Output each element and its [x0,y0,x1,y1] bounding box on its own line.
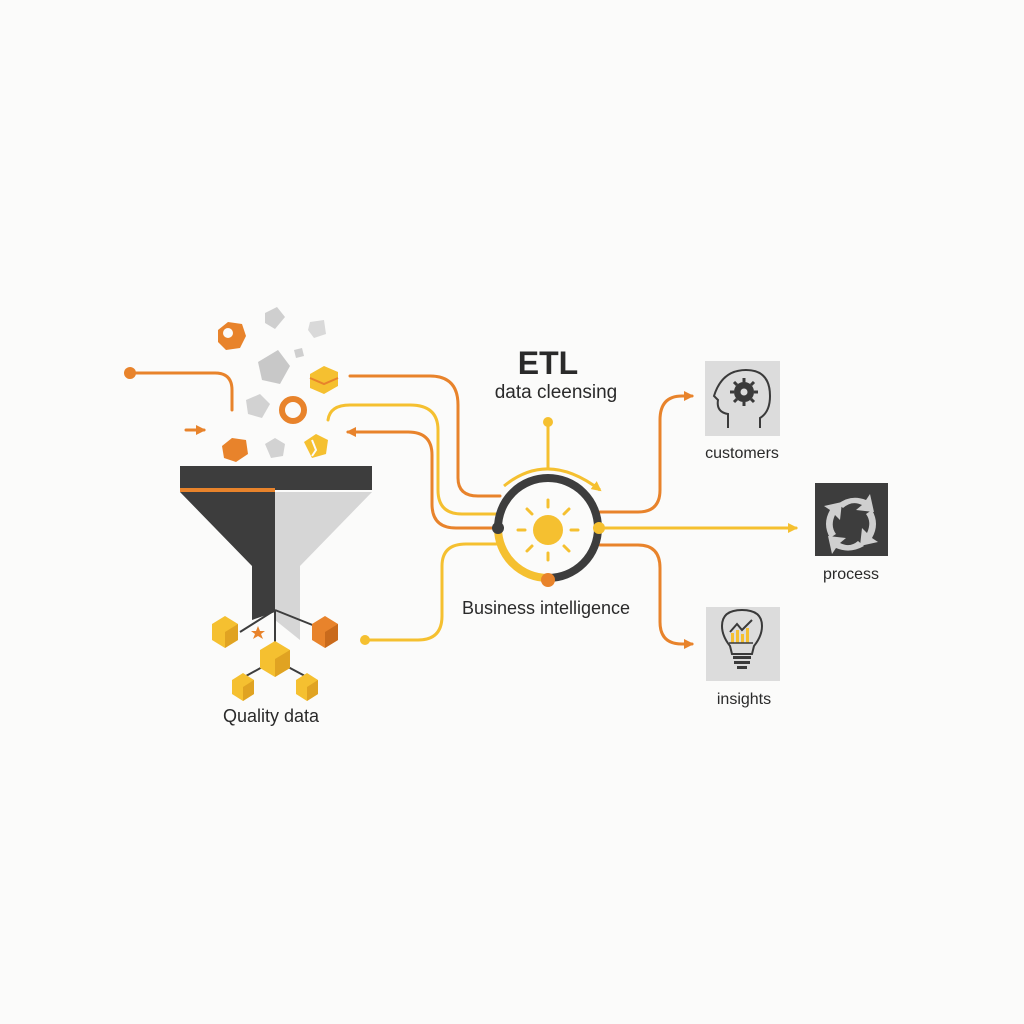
hub-node-left [492,522,504,534]
hub-ring-dark [494,474,603,582]
cube-left [212,616,238,648]
cube-center [260,641,290,677]
funnel-label: Quality data [223,706,320,726]
input-line-top [128,371,234,412]
fragment-orange-donut [279,396,307,424]
insights-label: insights [717,691,771,708]
funnel-rim-orange-stripe [180,488,275,492]
raw-data-fragments [218,307,339,462]
funnel-right-half [275,492,372,640]
sun-icon [516,498,580,562]
etl-stem-dot [543,417,553,427]
process-label: process [823,566,879,583]
lightbulb-chart-icon [720,608,764,669]
funnel-left-half [180,492,275,620]
line-bottom-to-hub-yellow [363,542,502,642]
funnel-rim [180,466,372,490]
line-hub-to-insights [598,543,694,649]
cube-bottom-right [296,673,318,701]
hub-node-bottom [541,573,555,587]
fragment-gray-4 [294,348,304,358]
line-debris-to-hub-yellow [326,403,498,516]
cycle-arrows-icon [824,494,878,554]
bi-hub [492,467,605,587]
cube-bottom-left [232,673,254,701]
fragment-yellow-small [304,434,328,458]
hub-label: Business intelligence [462,598,630,618]
fragment-gray-3 [258,350,290,384]
output-customers [705,361,780,436]
star-icon [251,626,265,639]
output-insights [706,607,780,681]
quality-data-cubes [212,609,338,701]
hub-node-right [593,522,605,534]
output-process [815,483,888,556]
fragment-gray-5 [246,394,270,418]
cube-right [312,616,338,648]
fragment-yellow-box [310,366,338,394]
line-debris-to-hub-orange [348,374,502,498]
head-gear-icon [712,368,772,428]
customers-label: customers [705,445,779,462]
fragment-gray-6 [265,438,285,458]
etl-subtitle: data cleensing [495,382,618,403]
fragment-orange-small [222,438,248,462]
line-hub-to-customers [598,391,694,514]
fragment-gray-1 [265,307,285,329]
funnel-icon [180,466,372,640]
connector-lines [124,367,798,649]
insights-tile [706,607,780,681]
etl-title: ETL [518,345,578,381]
bottom-node-dot [360,635,370,645]
hub-ring-yellow [494,527,549,582]
line-hub-to-funnel-orange [346,427,498,530]
fragment-gray-2 [308,320,326,338]
hub-top-arc-arrow [503,467,602,492]
